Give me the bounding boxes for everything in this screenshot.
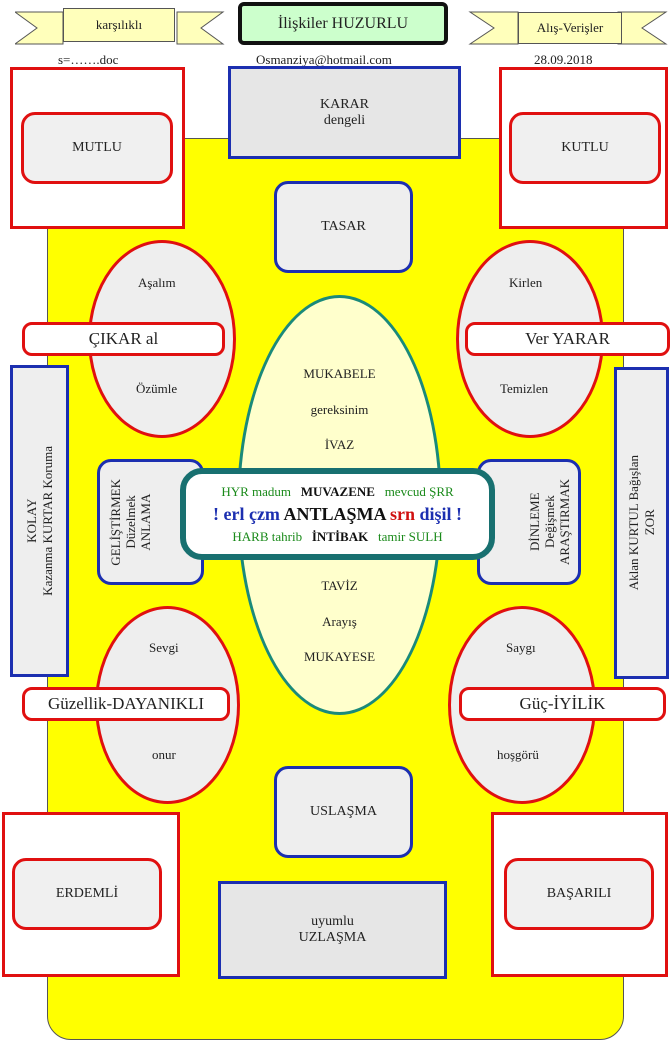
bar-ver-yarar-label: Ver YARAR	[525, 329, 610, 348]
center-r2d: dişil !	[419, 503, 462, 524]
side-panel-left: KOLAY Kazanma KURTAR Koruma	[10, 365, 69, 677]
side-left-line2: Kazanma KURTAR Koruma	[39, 446, 55, 596]
center-t1: MUKABELE	[303, 366, 376, 381]
ellipse-bottom-left-top: Sevgi	[149, 640, 179, 655]
center-r2c: srn	[389, 503, 415, 524]
uslasma-box: USLAŞMA	[274, 766, 413, 858]
page-title-text: İlişkiler HUZURLU	[277, 14, 409, 32]
mid-right-line2: Değişmek	[541, 495, 557, 549]
bar-guc-iyilik: Güç-İYİLİK	[459, 687, 666, 721]
corner-kutlu-label: KUTLU	[561, 140, 609, 155]
page-title: İlişkiler HUZURLU	[238, 2, 448, 45]
side-right-line1: Aklan KURTUL Bağışlan	[625, 455, 641, 591]
file-name: s=…….doc	[58, 52, 119, 67]
karar-line1: KARAR	[319, 96, 369, 112]
center-r2b: ANTLAŞMA	[283, 503, 386, 524]
bar-ver-yarar: Ver YARAR	[465, 322, 670, 356]
uzlasma-line1: uyumlu	[311, 914, 354, 929]
center-box: HYR madum MUVAZENE mevcud ŞRR ! erl çzm …	[180, 468, 495, 560]
ellipse-top-right-top: Kirlen	[509, 275, 543, 290]
center-b3: MUKAYESE	[303, 649, 376, 664]
center-t2: gereksinim	[310, 402, 369, 417]
center-r2a: ! erl çzm	[212, 503, 280, 524]
email-address: Osmanziya@hotmail.com	[256, 52, 392, 67]
side-panel-right-text: Aklan KURTUL Bağışlan ZOR	[626, 455, 658, 590]
mid-right-line3: ARAŞTIRMAK	[556, 479, 572, 565]
center-row-3: HARB tahrib İNTİBAK tamir SULH	[232, 529, 442, 545]
side-left-line1: KOLAY	[23, 498, 39, 544]
right-ribbon-label: Alış-Verişler	[536, 20, 604, 35]
center-r3b: İNTİBAK	[311, 528, 369, 544]
mid-left-line1: GELİŞTİRMEK	[108, 478, 123, 566]
mid-left-line3: ANLAMA	[138, 493, 153, 551]
ellipse-top-right-bottom: Temizlen	[500, 381, 549, 396]
uslasma-label: USLAŞMA	[310, 804, 377, 819]
uzlasma-box: uyumlu UZLAŞMA	[218, 881, 447, 979]
karar-box: KARAR dengeli	[228, 66, 461, 159]
corner-mutlu: MUTLU	[21, 112, 173, 184]
mid-right-text: DİNLEME Değişmek ARAŞTIRMAK	[527, 479, 572, 565]
side-panel-left-text: KOLAY Kazanma KURTAR Koruma	[24, 446, 56, 596]
corner-basarili-label: BAŞARILI	[546, 886, 612, 901]
center-row-1: HYR madum MUVAZENE mevcud ŞRR	[221, 484, 453, 500]
tasar-box: TASAR	[274, 181, 413, 273]
corner-mutlu-label: MUTLU	[72, 140, 122, 155]
center-r1b: MUVAZENE	[300, 483, 375, 499]
left-ribbon: karşılıklı	[63, 8, 175, 42]
center-r3c: tamir SULH	[377, 528, 443, 544]
bar-cikar: ÇIKAR al	[22, 322, 225, 356]
mid-right-line1: DİNLEME	[526, 492, 542, 552]
center-r1a: HYR madum	[221, 483, 292, 499]
right-ribbon-shape	[468, 11, 668, 45]
side-panel-right: Aklan KURTUL Bağışlan ZOR	[614, 367, 669, 679]
center-r3a: HARB tahrib	[232, 528, 303, 544]
corner-erdemli: ERDEMLİ	[12, 858, 162, 930]
center-b2: Arayış	[322, 614, 357, 629]
bar-guzellik: Güzellik-DAYANIKLI	[22, 687, 230, 721]
center-r1c: mevcud ŞRR	[384, 483, 454, 499]
mid-left-line2: Düzelmek	[123, 495, 138, 549]
mid-left-text: GELİŞTİRMEK Düzelmek ANLAMA	[108, 479, 153, 566]
center-b1: TAVİZ	[321, 578, 358, 593]
ellipse-top-left-top: Aşalım	[138, 275, 176, 290]
center-row-2: ! erl çzm ANTLAŞMA srn dişil !	[213, 504, 462, 525]
bar-guc-iyilik-label: Güç-İYİLİK	[519, 694, 606, 713]
tasar-label: TASAR	[321, 219, 366, 234]
karar-line2: dengeli	[323, 112, 366, 128]
ellipse-top-left-bottom: Özümle	[136, 381, 178, 396]
corner-basarili: BAŞARILI	[504, 858, 654, 930]
right-ribbon: Alış-Verişler	[518, 12, 622, 44]
left-ribbon-shape	[15, 11, 225, 45]
bar-cikar-label: ÇIKAR al	[88, 329, 159, 348]
left-ribbon-label: karşılıklı	[95, 17, 143, 32]
center-t3: İVAZ	[324, 437, 355, 452]
ellipse-bottom-left-bottom: onur	[152, 747, 176, 762]
ellipse-bottom-right-top: Saygı	[506, 640, 536, 655]
bar-guzellik-label: Güzellik-DAYANIKLI	[47, 694, 205, 713]
corner-erdemli-label: ERDEMLİ	[55, 886, 119, 901]
ellipse-bottom-right-bottom: hoşgörü	[497, 747, 539, 762]
uzlasma-line2: UZLAŞMA	[298, 930, 367, 945]
date-label: 28.09.2018	[534, 52, 593, 67]
corner-kutlu: KUTLU	[509, 112, 661, 184]
side-right-line2: ZOR	[641, 510, 657, 536]
